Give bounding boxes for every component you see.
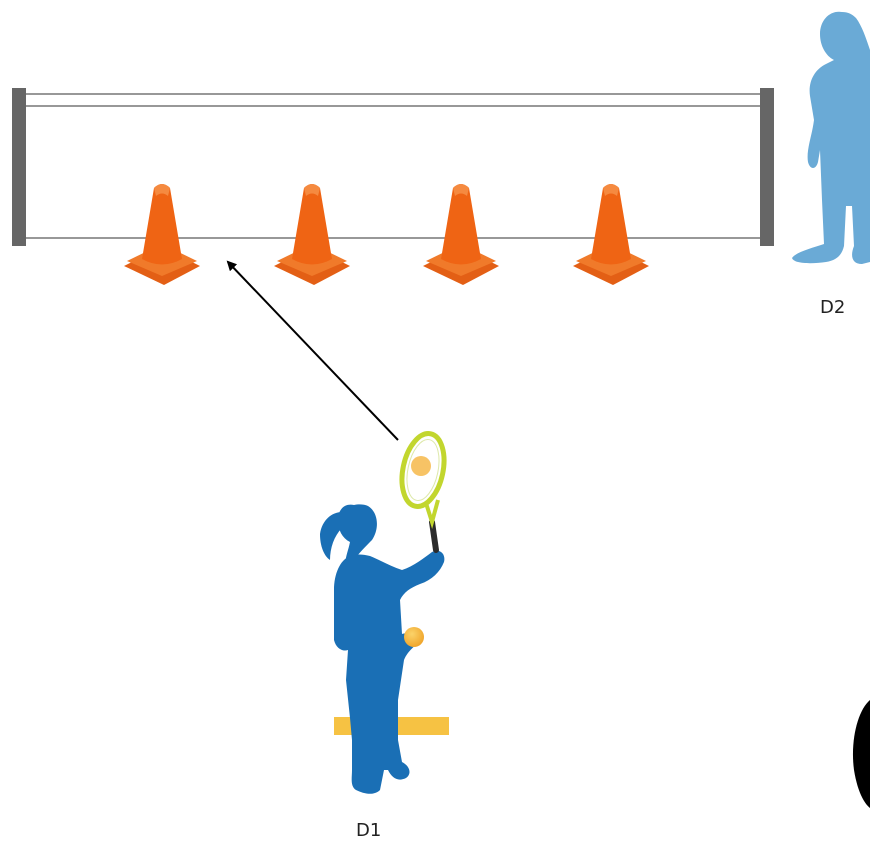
net (12, 88, 774, 246)
shot-arrow (226, 260, 399, 441)
player-d2-silhouette (792, 11, 870, 265)
net-post-left (12, 88, 26, 246)
player-d2-label: D2 (820, 297, 846, 318)
ball-icon (404, 627, 424, 647)
player-d1-silhouette (320, 504, 445, 794)
cone (274, 184, 350, 285)
net-post-right (760, 88, 774, 246)
cone (423, 184, 499, 285)
player-d1-label: D1 (356, 820, 382, 841)
cone (573, 184, 649, 285)
edge-object (852, 700, 870, 808)
racket (399, 431, 447, 553)
cone (124, 184, 200, 285)
